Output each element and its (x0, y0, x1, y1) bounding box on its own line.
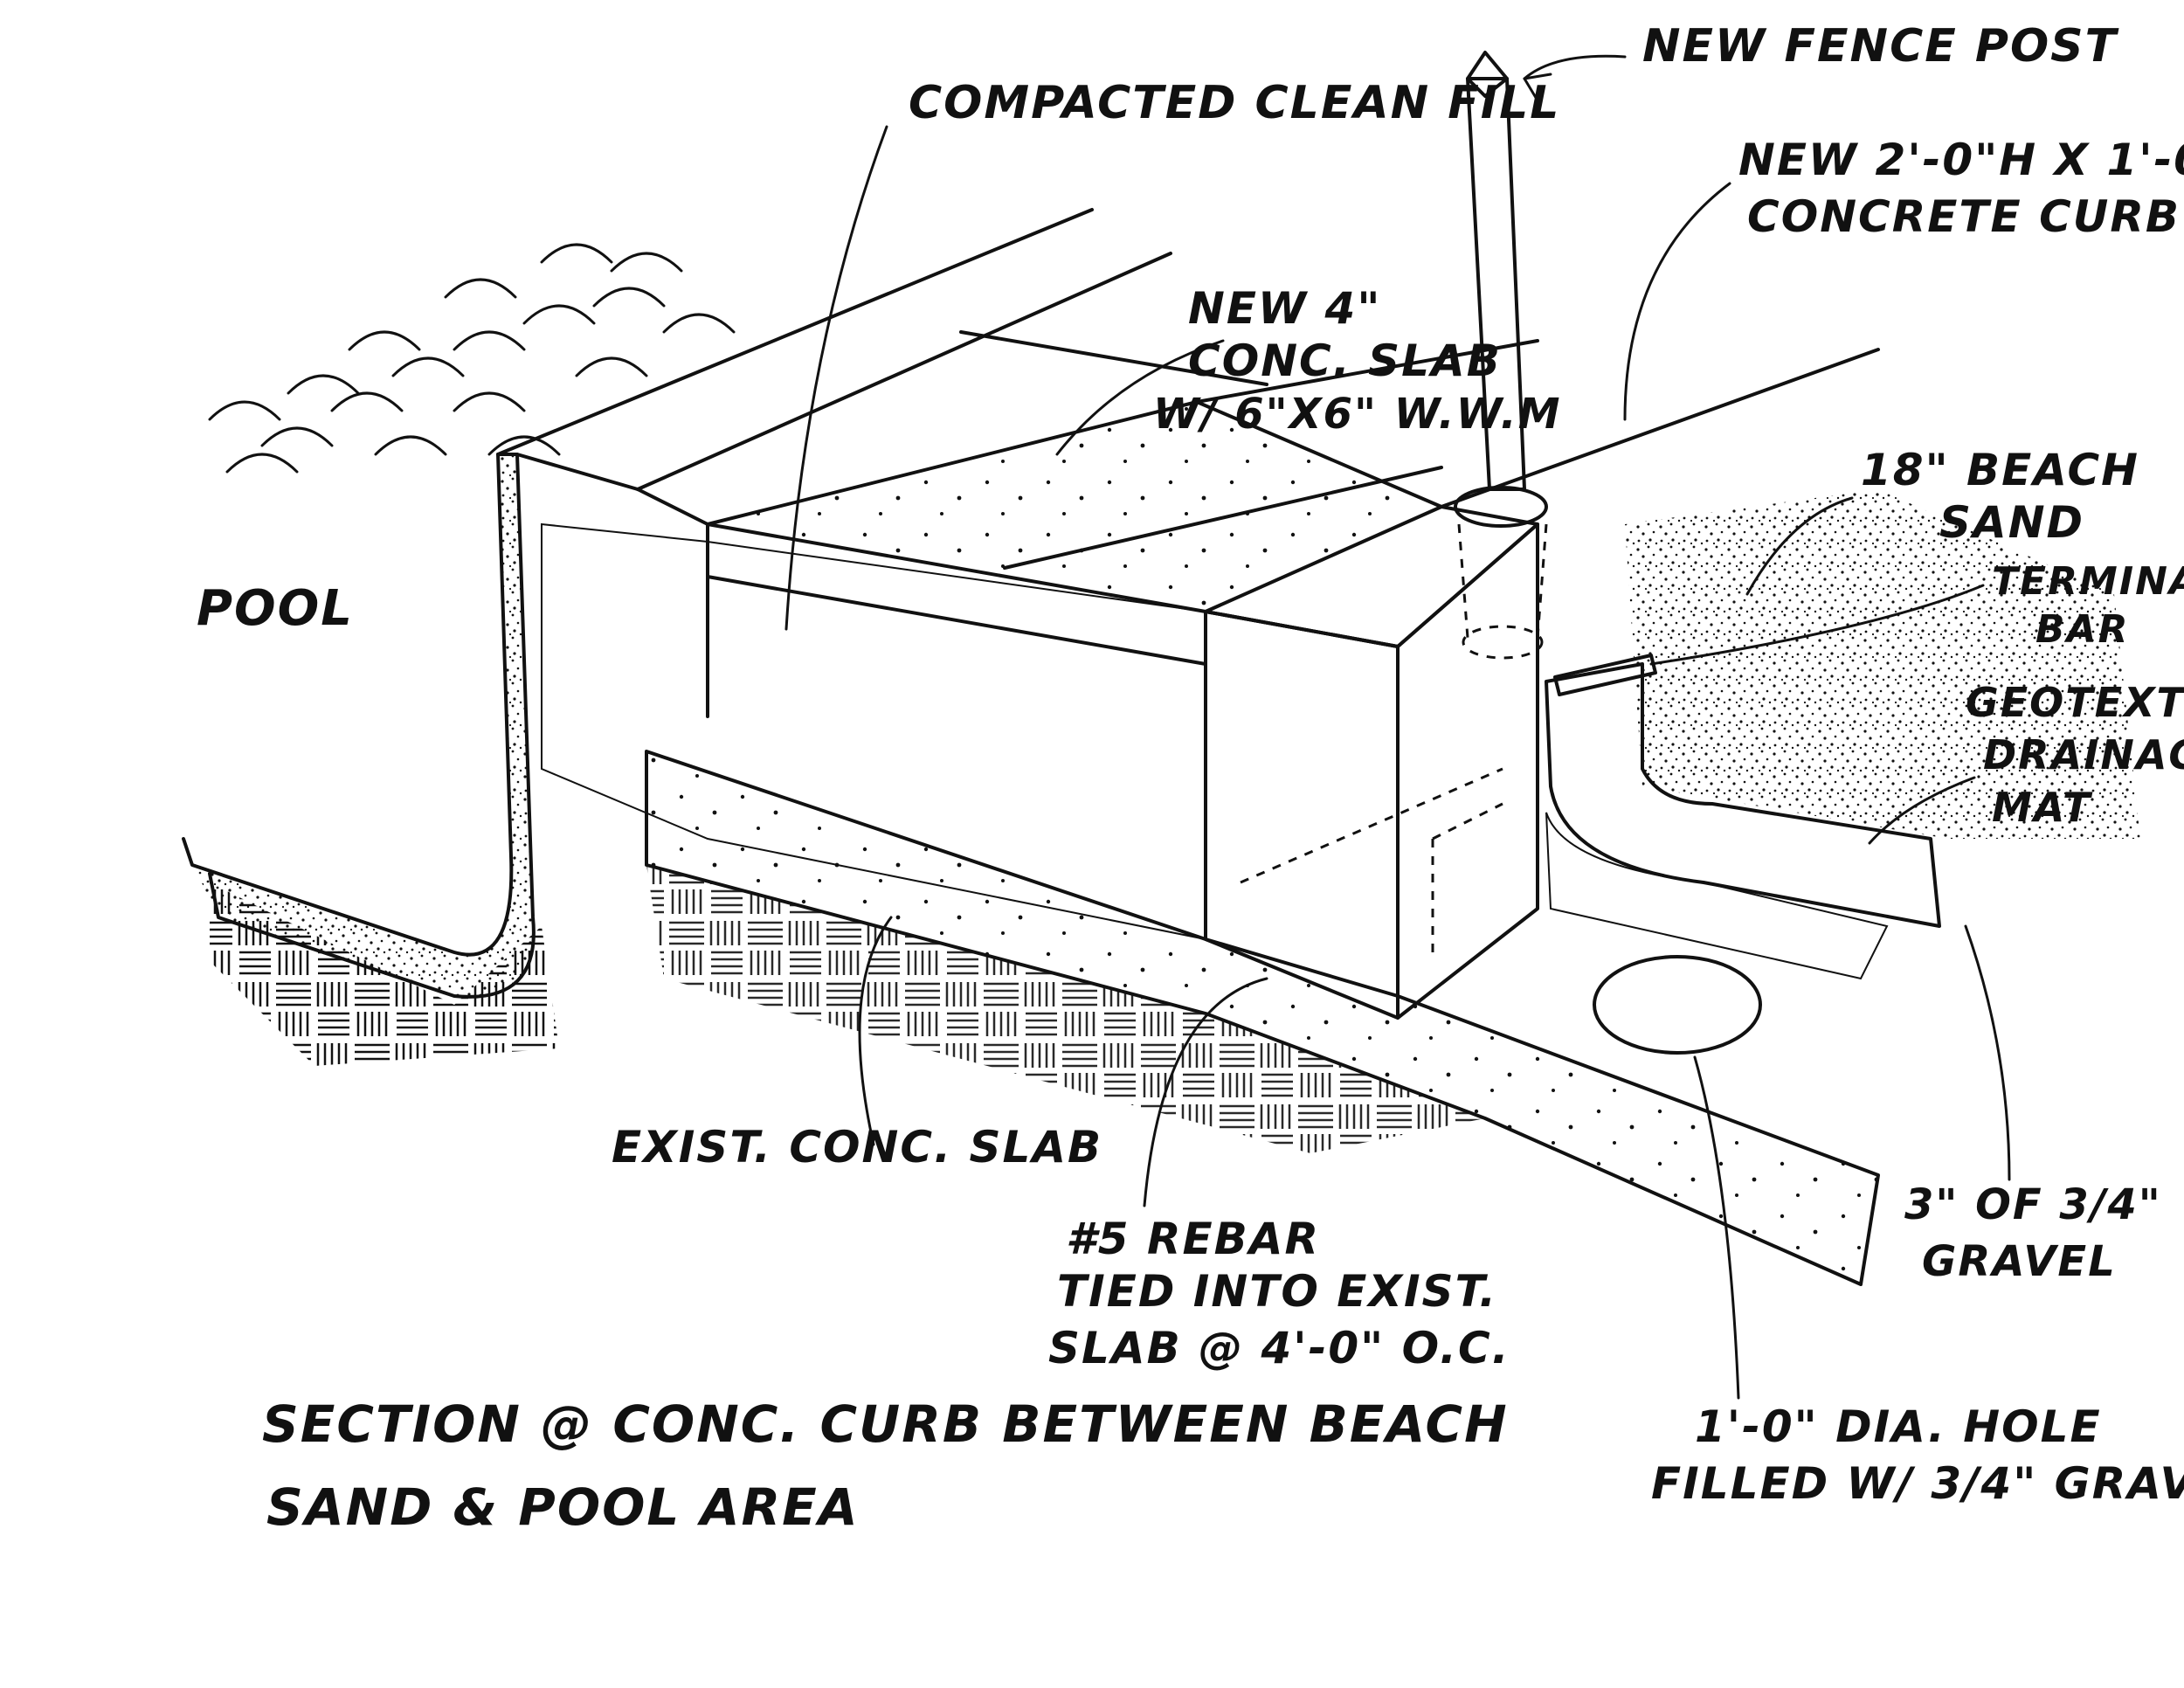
label-fence-post: NEW FENCE POST (1642, 20, 2119, 73)
pool-wall-stipple (194, 454, 534, 997)
label-term-1: TERMINAT. (1992, 559, 2184, 604)
label-term-2: BAR (2035, 607, 2129, 652)
pool-soil-hatch (210, 882, 559, 1066)
label-compacted-fill: COMPACTED CLEAN FILL (909, 77, 1560, 129)
pool-water (208, 243, 736, 474)
beach-sand (1625, 489, 2140, 839)
title-line-1: SECTION @ CONC. CURB BETWEEN BEACH (262, 1394, 1509, 1454)
label-geo-2: DRAINAGE (1983, 731, 2184, 778)
label-pool: POOL (197, 580, 354, 637)
gravel-layer (1545, 812, 1889, 980)
label-rebar-2: TIED INTO EXIST. (1057, 1266, 1497, 1317)
label-curb-2: CONCRETE CURB (1747, 191, 2181, 242)
rebar (1240, 767, 1503, 961)
existing-slab-stipple (646, 751, 1878, 1284)
fence-post (1454, 51, 1548, 660)
label-geo-3: MAT (1992, 784, 2093, 831)
label-slab-2: CONC. SLAB (1188, 336, 1502, 386)
label-curb-1: NEW 2'-0"H X 1'-0"W (1738, 135, 2184, 185)
label-geo-1: GEOTEXTILE (1966, 679, 2184, 726)
title-line-2: SAND & POOL AREA (266, 1477, 860, 1537)
label-hole-2: FILLED W/ 3/4" GRAVEL (1651, 1458, 2184, 1509)
gravel-hole (1593, 955, 1762, 1055)
label-slab-3: W/ 6"X6" W.W.M (1153, 390, 1562, 439)
label-hole-1: 1'-0" DIA. HOLE (1695, 1401, 2102, 1452)
termination-bar (1553, 654, 1657, 696)
label-sand-2: SAND (1939, 497, 2084, 548)
label-rebar-1: #5 REBAR (1066, 1214, 1320, 1264)
label-gravel-1: 3" OF 3/4" (1904, 1180, 2162, 1229)
slab-surface (708, 402, 1441, 612)
label-rebar-3: SLAB @ 4'-0" O.C. (1048, 1323, 1510, 1373)
label-gravel-2: GRAVEL (1922, 1237, 2117, 1286)
existing-slab-hatch (646, 865, 1485, 1153)
label-exist-slab: EXIST. CONC. SLAB (612, 1122, 1102, 1173)
leaders (784, 54, 2011, 1400)
label-slab-1: NEW 4" (1188, 283, 1381, 334)
label-sand-1: 18" BEACH (1861, 445, 2139, 495)
new-slab-edge (706, 522, 1207, 718)
